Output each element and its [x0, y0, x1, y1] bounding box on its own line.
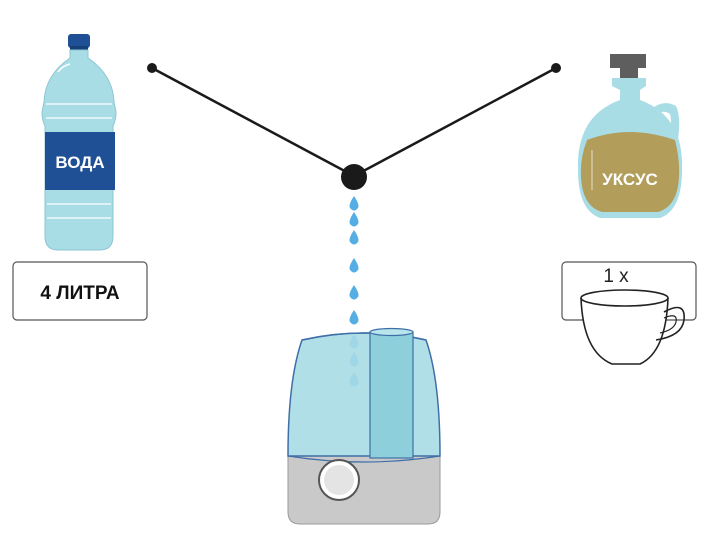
junction-dot — [341, 164, 367, 190]
water-amount-box: 4 ЛИТРА — [12, 261, 148, 321]
humidifier-icon — [287, 327, 441, 525]
vinegar-bottle-icon: УКСУС — [577, 54, 683, 218]
cup-icon — [580, 289, 685, 365]
water-bottle-icon: ВОДА — [41, 34, 117, 251]
water-drop-icon — [349, 258, 359, 273]
water-label: ВОДА — [55, 153, 104, 172]
water-drop-icon — [349, 230, 359, 245]
water-label-band — [45, 132, 115, 190]
water-drop-icon — [349, 196, 359, 211]
vinegar-label: УКСУС — [602, 170, 658, 189]
vinegar-amount: 1 х — [603, 266, 629, 287]
water-amount: 4 ЛИТРА — [40, 283, 119, 304]
water-drop-icon — [349, 285, 359, 300]
water-drop-icon — [349, 310, 359, 325]
water-drop-icon — [349, 212, 359, 227]
funnel-lines — [147, 63, 561, 190]
